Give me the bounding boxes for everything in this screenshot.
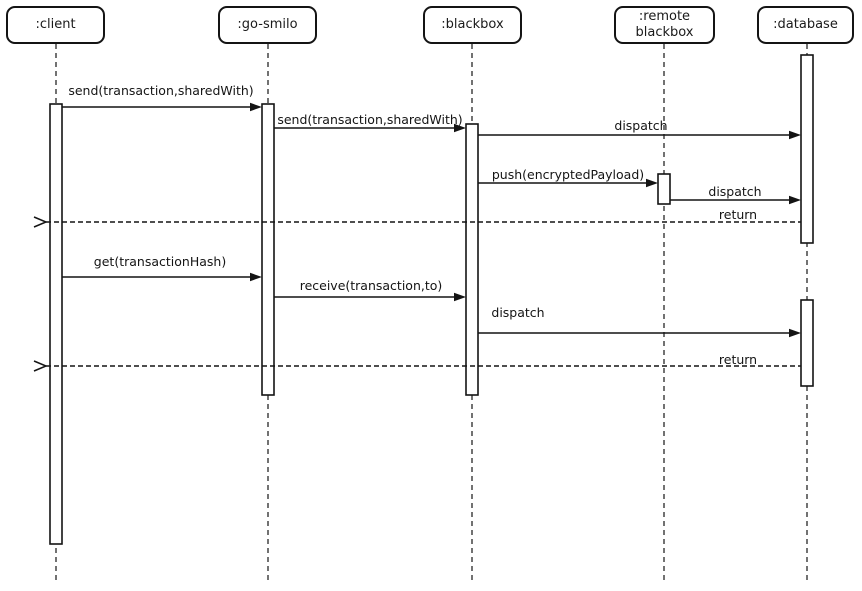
- arrowhead-filled-icon: [789, 195, 801, 205]
- message-label-send-1: send(transaction,sharedWith): [68, 83, 254, 98]
- arrowhead-filled-icon: [454, 123, 466, 133]
- message-label-return-1: return: [718, 207, 758, 222]
- activation-bar-client: [49, 103, 63, 545]
- arrowhead-open-icon: [33, 360, 48, 372]
- arrowhead-filled-icon: [250, 272, 262, 282]
- activation-bar-database-2: [800, 299, 814, 387]
- arrowhead-filled-icon: [789, 130, 801, 140]
- participant-blackbox: :blackbox: [423, 6, 522, 44]
- message-label-dispatch-3: dispatch: [491, 305, 545, 320]
- activation-bar-blackbox: [465, 123, 479, 396]
- participant-client: :client: [6, 6, 105, 44]
- message-label-push: push(encryptedPayload): [491, 167, 645, 182]
- message-label-dispatch-1: dispatch: [614, 118, 668, 133]
- message-label-send-2: send(transaction,sharedWith): [277, 112, 463, 127]
- message-label-get: get(transactionHash): [93, 254, 227, 269]
- arrowhead-filled-icon: [454, 292, 466, 302]
- activation-bar-remote-blackbox: [657, 173, 671, 205]
- arrowhead-open-icon: [33, 216, 48, 228]
- arrowhead-filled-icon: [646, 178, 658, 188]
- message-label-dispatch-2: dispatch: [708, 184, 762, 199]
- arrowhead-filled-icon: [789, 328, 801, 338]
- participant-database: :database: [757, 6, 854, 44]
- arrowhead-filled-icon: [250, 102, 262, 112]
- activation-bar-go-smilo: [261, 103, 275, 396]
- message-label-return-2: return: [718, 352, 758, 367]
- activation-bar-database-1: [800, 54, 814, 244]
- participant-remote-blackbox: :remote blackbox: [614, 6, 715, 44]
- participant-go-smilo: :go-smilo: [218, 6, 317, 44]
- message-label-receive: receive(transaction,to): [299, 278, 443, 293]
